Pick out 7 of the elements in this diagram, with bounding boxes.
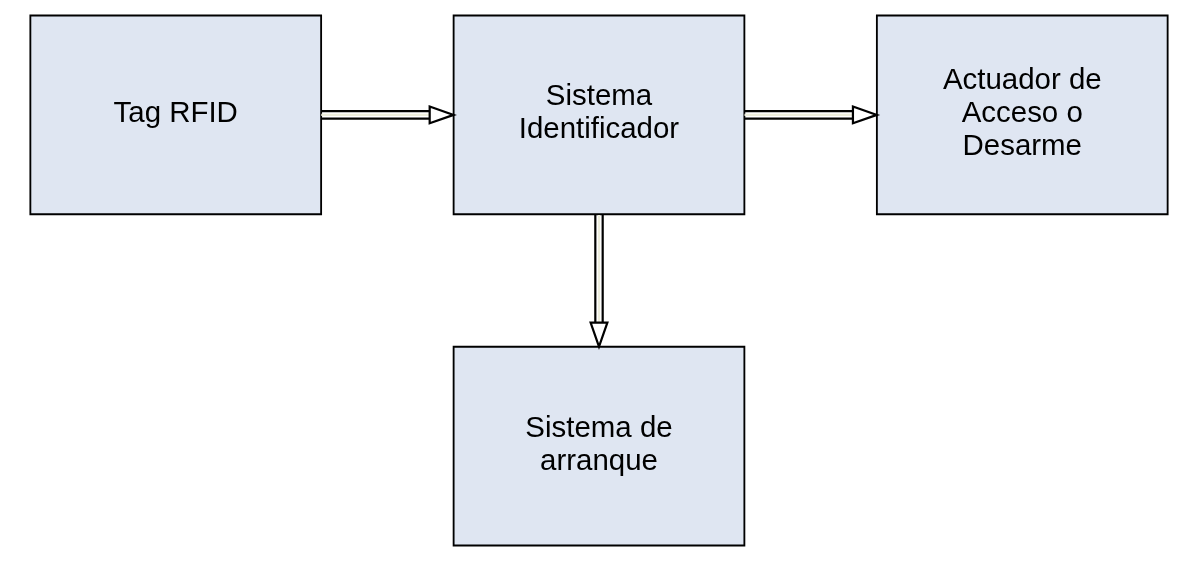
node-box: Actuador de Acceso o Desarme — [875, 14, 1169, 216]
arrow — [589, 215, 609, 350]
node-box: Tag RFID — [29, 14, 323, 216]
arrow — [744, 104, 881, 125]
node-box: Sistema de arranque — [452, 345, 746, 547]
arrow — [321, 104, 457, 125]
node-box: Sistema Identificador — [452, 14, 746, 216]
